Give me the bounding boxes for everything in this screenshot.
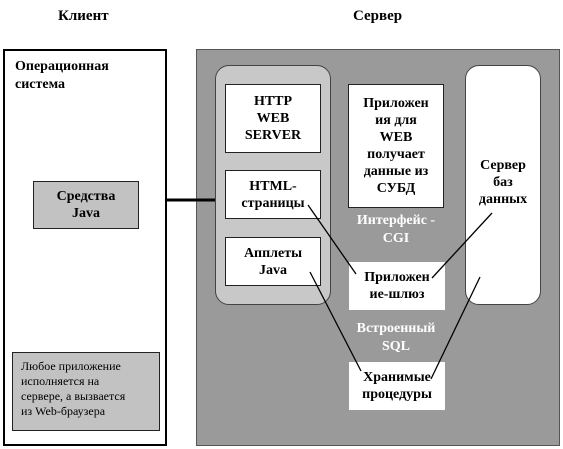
server-heading: Сервер [353, 8, 403, 24]
java-tools-box: Средства Java [33, 181, 139, 229]
gateway-to-db-line [431, 212, 493, 279]
web-app-box: Приложен ия для WEB получает данные из С… [348, 84, 444, 208]
java-applets-box: Апплеты Java [225, 237, 321, 286]
client-heading: Клиент [58, 8, 109, 24]
os-label: Операционная система [15, 59, 109, 92]
procedures-to-db-line [430, 276, 481, 380]
applets-to-procedures-line [309, 271, 362, 372]
gateway-app-box: Приложен ие-шлюз [349, 262, 445, 310]
html-to-gateway-line [307, 204, 357, 275]
http-web-server-box: HTTP WEB SERVER [225, 84, 321, 153]
db-server-label: Сервер баз данных [478, 157, 528, 207]
client-note: Любое приложение исполняется на сервере,… [12, 352, 160, 431]
stored-procedures-box: Хранимые процедуры [349, 362, 445, 410]
embedded-sql-label: Встроенный SQL [356, 321, 436, 354]
db-server-column [465, 65, 541, 305]
cgi-interface-label: Интерфейс - CGI [356, 213, 436, 246]
html-pages-box: HTML- страницы [225, 170, 321, 219]
